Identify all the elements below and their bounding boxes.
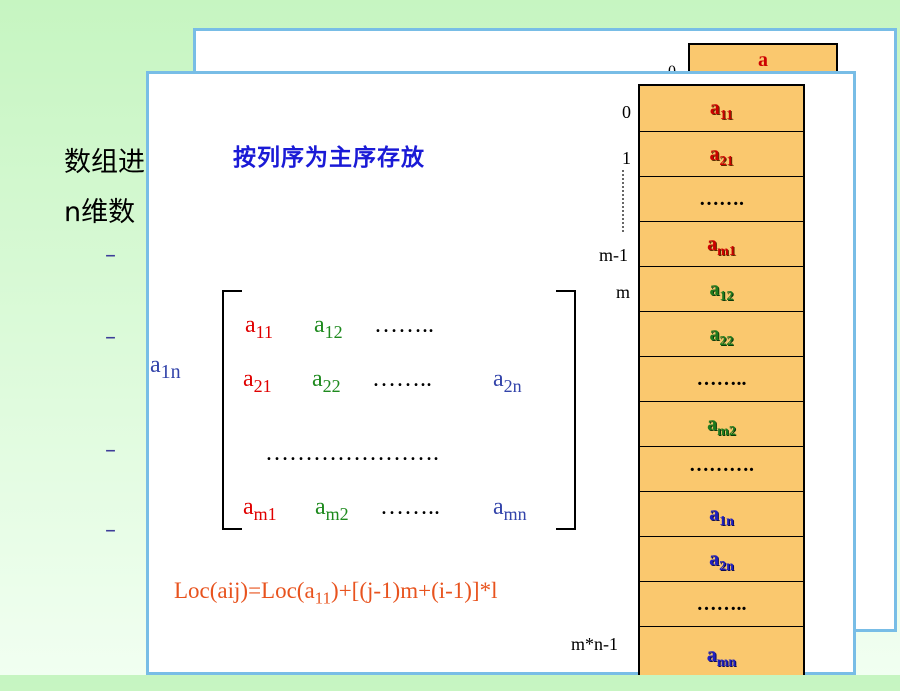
address-formula: Loc(aij)=Loc(a11)+[(j-1)m+(i-1)]*l — [174, 578, 498, 608]
memory-cell-dots-4: …….. — [640, 581, 803, 626]
memory-cell-a11: a11 — [709, 97, 734, 123]
memory-index-0: 0 — [622, 102, 631, 122]
matrix-row3-dots: …………………. — [265, 440, 439, 466]
memory-cell-am2: am2 — [640, 401, 803, 446]
memory-index-vertical-dots — [622, 170, 624, 232]
memory-column: a11 a21 ……. am1 a12 a22 …….. am2 ………. a1… — [638, 84, 805, 675]
memory-cell-am1: am1 — [640, 221, 803, 266]
matrix-element-a21: a21 — [243, 366, 272, 396]
memory-cell-amn: amn — [640, 626, 803, 677]
memory-index-1: 1 — [622, 148, 631, 168]
matrix-element-am2: am2 — [315, 494, 349, 524]
left-element-label: a1n — [150, 352, 181, 383]
matrix-row2-dots: …….. — [372, 366, 432, 392]
background-dash-2: – — [105, 325, 116, 350]
memory-index-m-1: m-1 — [599, 245, 628, 265]
memory-cell-dots-3: ………. — [640, 446, 803, 491]
memory-cell-dots-2: …….. — [640, 356, 803, 401]
memory-cell-dots-1: ……. — [640, 176, 803, 221]
memory-cell-a21: a21 — [640, 131, 803, 176]
background-dash-3: – — [105, 438, 116, 463]
matrix-element-amn: amn — [493, 494, 527, 524]
matrix-left-bracket — [222, 290, 242, 530]
memory-cell-a1n: a1n — [640, 491, 803, 536]
memory-index-m: m — [616, 282, 631, 302]
matrix-row4-dots: …….. — [380, 494, 440, 520]
background-dash-1: – — [105, 243, 116, 268]
background-text-line-1: 数组进 — [64, 147, 145, 178]
slide-title: 按列序为主序存放 — [233, 145, 425, 171]
matrix-element-a2n: a2n — [493, 366, 522, 396]
memory-cell-a22: a22 — [640, 311, 803, 356]
matrix-element-a11: a11 — [245, 312, 273, 342]
memory-index-mn-1: m*n-1 — [571, 634, 618, 654]
matrix-element-am1: am1 — [243, 494, 277, 524]
matrix-row1-dots: …….. — [374, 312, 434, 338]
memory-cell-a12: a12 — [640, 266, 803, 311]
matrix-element-a12: a12 — [314, 312, 343, 342]
memory-cell-a2n: a2n — [640, 536, 803, 581]
background-memory-cell-text: a — [758, 49, 768, 71]
background-text-line-2: n维数 — [64, 197, 136, 228]
matrix-right-bracket — [556, 290, 576, 530]
matrix-element-a22: a22 — [312, 366, 341, 396]
background-dash-4: – — [105, 518, 116, 543]
